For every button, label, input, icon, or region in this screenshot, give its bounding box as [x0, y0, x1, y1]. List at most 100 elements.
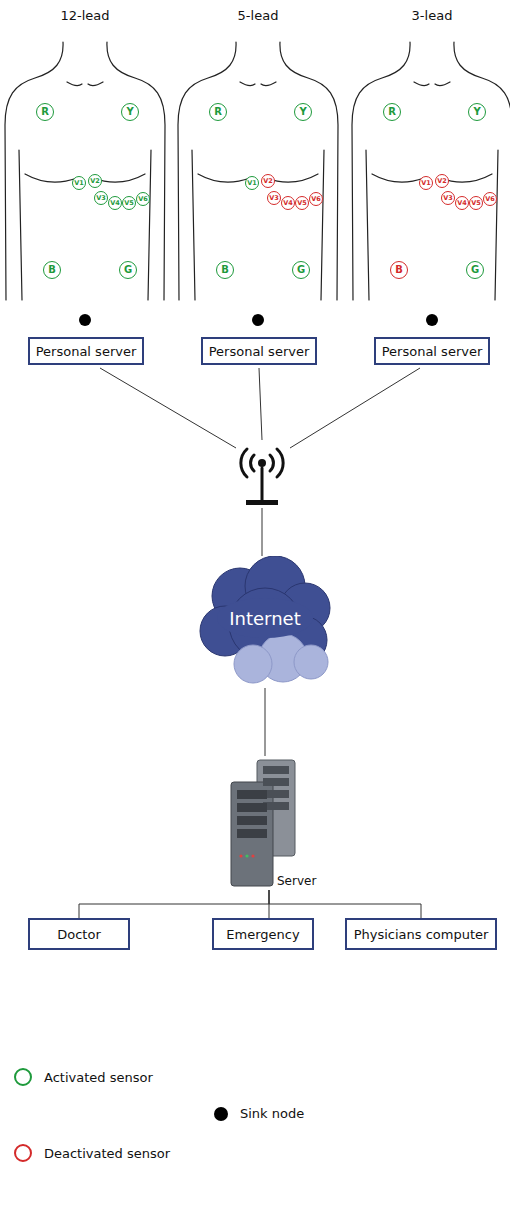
personal-server-box: Personal server [201, 337, 318, 365]
legend-text: Sink node [240, 1106, 304, 1121]
electrode-sensor: V5 [295, 196, 309, 210]
electrode-sensor: R [383, 103, 401, 121]
electrode-label: G [124, 265, 132, 275]
electrode-label: Y [473, 107, 480, 117]
box-label: Emergency [226, 927, 299, 942]
electrode-label: B [395, 265, 403, 275]
electrode-label: V4 [457, 200, 467, 207]
electrode-label: V5 [124, 200, 134, 207]
lead-configuration-label: 3-lead [412, 8, 453, 23]
electrode-sensor: Y [294, 103, 312, 121]
internet-cloud: Internet [195, 556, 335, 688]
electrode-label: Y [126, 107, 133, 117]
sink-node [79, 314, 91, 326]
electrode-label: V2 [90, 178, 100, 185]
box-label: Personal server [382, 344, 483, 359]
cloud-label: Internet [229, 608, 300, 629]
legend-swatch [214, 1107, 228, 1121]
electrode-label: R [41, 107, 49, 117]
connector-line [265, 688, 266, 756]
legend-entry: Deactivated sensor [14, 1144, 170, 1162]
electrode-sensor: V3 [441, 191, 455, 205]
electrode-label: V1 [421, 180, 431, 187]
antenna-icon [241, 449, 283, 505]
lead-configuration-label: 5-lead [238, 8, 279, 23]
electrode-sensor: V6 [136, 192, 150, 206]
electrode-sensor: Y [121, 103, 139, 121]
electrode-label: V6 [485, 196, 495, 203]
electrode-sensor: V3 [267, 191, 281, 205]
electrode-sensor: V4 [281, 196, 295, 210]
lead-configuration-label: 12-lead [60, 8, 109, 23]
electrode-label: V3 [269, 195, 279, 202]
box-label: Doctor [57, 927, 101, 942]
legend-entry: Activated sensor [14, 1068, 153, 1086]
recipient-box: Emergency [212, 918, 314, 950]
electrode-label: V4 [283, 200, 293, 207]
electrode-sensor: Y [468, 103, 486, 121]
electrode-sensor: G [466, 261, 484, 279]
electrode-label: V3 [96, 195, 106, 202]
box-label: Personal server [209, 344, 310, 359]
electrode-sensor: V2 [88, 174, 102, 188]
server-label: Server [277, 874, 316, 888]
electrode-label: V1 [74, 180, 84, 187]
electrode-sensor: B [390, 261, 408, 279]
legend-text: Activated sensor [44, 1070, 153, 1085]
recipient-box: Doctor [28, 918, 130, 950]
electrode-sensor: V1 [419, 176, 433, 190]
electrode-sensor: V5 [122, 196, 136, 210]
legend-swatch [14, 1144, 32, 1162]
wireless-link [100, 368, 420, 556]
personal-server-box: Personal server [28, 337, 145, 365]
electrode-sensor: V4 [108, 196, 122, 210]
electrode-sensor: G [119, 261, 137, 279]
electrode-label: V5 [297, 200, 307, 207]
connector-line [269, 890, 421, 918]
electrode-sensor: V1 [72, 176, 86, 190]
electrode-sensor: G [292, 261, 310, 279]
electrode-label: V2 [263, 178, 273, 185]
legend-text: Deactivated sensor [44, 1146, 170, 1161]
electrode-sensor: V3 [94, 191, 108, 205]
electrode-sensor: V6 [309, 192, 323, 206]
electrode-sensor: R [209, 103, 227, 121]
personal-server-box: Personal server [374, 337, 491, 365]
electrode-label: V6 [311, 196, 321, 203]
electrode-sensor: R [36, 103, 54, 121]
box-label: Personal server [36, 344, 137, 359]
electrode-label: V3 [443, 195, 453, 202]
electrode-sensor: B [43, 261, 61, 279]
sink-node [426, 314, 438, 326]
legend-swatch [14, 1068, 32, 1086]
electrode-label: R [214, 107, 222, 117]
electrode-label: R [388, 107, 396, 117]
electrode-sensor: V4 [455, 196, 469, 210]
electrode-label: V5 [471, 200, 481, 207]
electrode-sensor: V2 [435, 174, 449, 188]
connector-line [79, 890, 269, 918]
torso-outline [178, 42, 338, 300]
electrode-label: V6 [138, 196, 148, 203]
server-icon: Server [213, 756, 325, 890]
electrode-label: V2 [437, 178, 447, 185]
electrode-sensor: V2 [261, 174, 275, 188]
server-towers [213, 756, 325, 890]
electrode-label: V1 [247, 180, 257, 187]
electrode-label: G [471, 265, 479, 275]
electrode-sensor: V6 [483, 192, 497, 206]
electrode-label: B [221, 265, 229, 275]
electrode-label: B [48, 265, 56, 275]
electrode-label: Y [299, 107, 306, 117]
torso-outline [352, 42, 510, 300]
sink-node [252, 314, 264, 326]
box-label: Physicians computer [354, 927, 489, 942]
electrode-sensor: V5 [469, 196, 483, 210]
torso-outline [5, 42, 165, 300]
electrode-label: V4 [110, 200, 120, 207]
electrode-sensor: B [216, 261, 234, 279]
recipient-box: Physicians computer [345, 918, 497, 950]
legend-entry: Sink node [212, 1106, 304, 1121]
electrode-sensor: V1 [245, 176, 259, 190]
electrode-label: G [297, 265, 305, 275]
